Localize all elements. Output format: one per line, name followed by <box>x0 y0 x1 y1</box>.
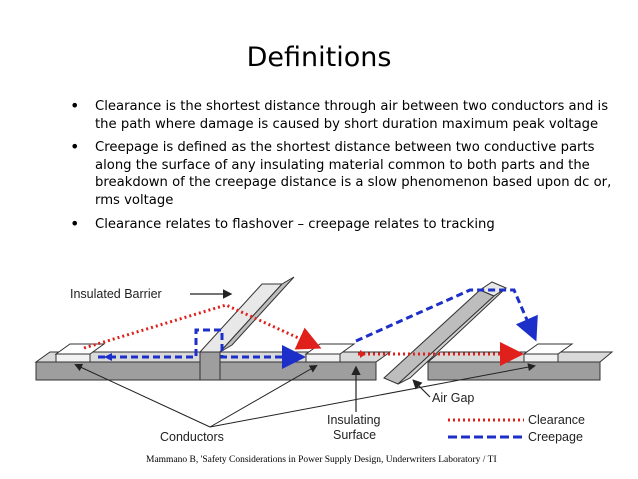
legend-clearance-label: Clearance <box>528 413 585 427</box>
legend: Clearance Creepage <box>448 413 585 444</box>
bullet-item-relation: • Clearance relates to flashover – creepa… <box>58 213 630 234</box>
bullet-text: Clearance is the shortest distance throu… <box>95 99 609 132</box>
clearance-creepage-diagram: Insulated Barrier Conductors Insulating … <box>34 276 614 444</box>
conductors-label: Conductors <box>160 430 224 444</box>
bullet-item-creepage: • Creepage is defined as the shortest dis… <box>58 137 630 209</box>
bullet-icon: • <box>70 137 80 157</box>
bullet-icon: • <box>70 96 80 115</box>
slide-title: Definitions <box>246 42 392 73</box>
insulating-surface-label-line2: Surface <box>333 428 376 442</box>
citation: Mammano B, 'Safety Considerations in Pow… <box>146 455 497 465</box>
bullet-icon: • <box>70 213 80 233</box>
creepage-paths <box>98 288 538 369</box>
bullet-text: Creepage is defined as the shortest dist… <box>95 140 612 208</box>
insulating-surface-label-line1: Insulating <box>327 413 381 427</box>
conductor-1 <box>54 343 106 363</box>
clearance-paths <box>83 303 524 366</box>
legend-creepage-label: Creepage <box>528 430 583 444</box>
insulating-surface-right <box>426 351 614 381</box>
insulated-barrier-label: Insulated Barrier <box>70 287 162 301</box>
clearance-path-barrier <box>83 303 322 350</box>
bullet-text: Clearance relates to flashover – creepag… <box>95 216 495 232</box>
creepage-path-slanted <box>355 288 538 343</box>
bullet-item-clearance: • Clearance is the shortest distance thro… <box>58 96 630 133</box>
bullet-list: • Clearance is the shortest distance thro… <box>58 96 630 239</box>
air-gap-label: Air Gap <box>432 391 474 405</box>
conductor-3 <box>522 343 574 363</box>
creepage-path-barrier <box>98 328 306 369</box>
